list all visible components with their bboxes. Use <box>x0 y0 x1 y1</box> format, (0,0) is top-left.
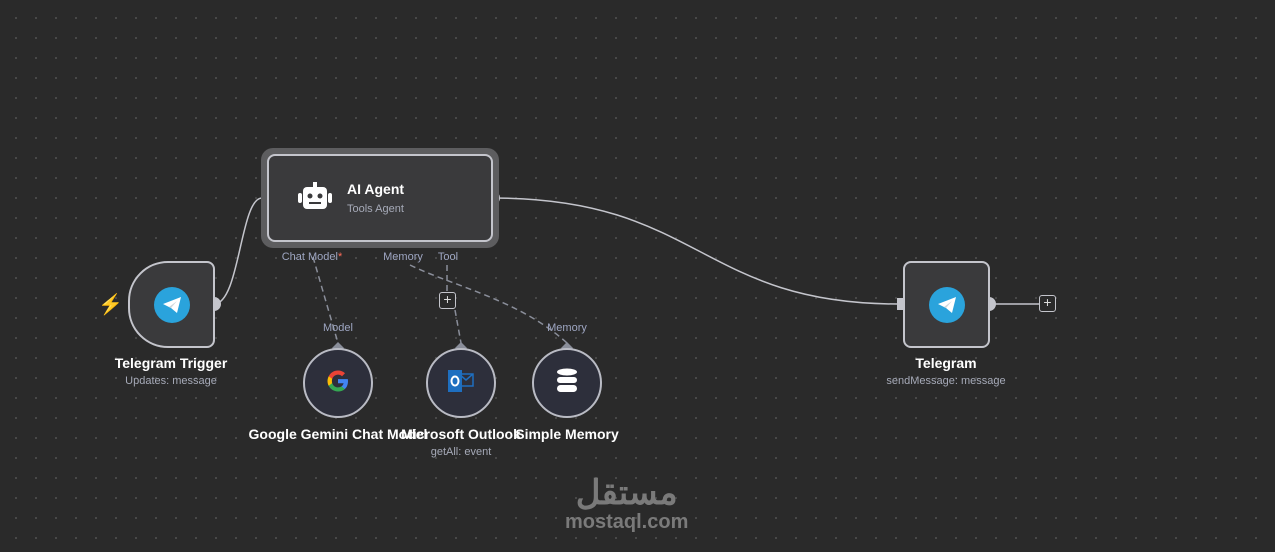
node-title: Telegram <box>915 355 977 371</box>
add-tool-button[interactable]: + <box>439 292 456 309</box>
node-subtitle: getAll: event <box>430 446 492 458</box>
node-title: Simple Memory <box>515 426 619 442</box>
google-icon <box>325 368 351 399</box>
database-icon <box>556 368 578 399</box>
trigger-bolt-icon: ⚡ <box>98 294 123 316</box>
port-chat-model[interactable]: Chat Model* <box>281 251 343 263</box>
connection-model <box>312 256 339 344</box>
connection-tool <box>446 265 462 344</box>
node-title: AI Agent <box>347 181 405 197</box>
telegram-node[interactable] <box>903 261 990 348</box>
telegram-icon <box>153 286 190 323</box>
node-subtitle: Updates: message <box>125 375 217 387</box>
node-subtitle: Tools Agent <box>347 203 404 215</box>
node-title: Telegram Trigger <box>114 355 228 371</box>
outlook-node[interactable] <box>426 348 496 418</box>
robot-icon <box>297 181 333 216</box>
gemini-node[interactable] <box>303 348 373 418</box>
connection-agent-telegram <box>492 197 899 305</box>
telegram-trigger-node[interactable] <box>128 261 215 348</box>
outlook-icon <box>447 368 475 399</box>
telegram-icon <box>928 286 965 323</box>
connection-memory <box>409 264 568 344</box>
watermark-logo: مستقل mostaql.com <box>565 474 689 533</box>
node-title: Google Gemini Chat Model <box>248 426 428 442</box>
port-tool[interactable]: Tool <box>437 251 459 263</box>
memory-node[interactable] <box>532 348 602 418</box>
required-mark: * <box>337 251 343 263</box>
node-title: Microsoft Outlook <box>401 426 521 442</box>
port-model: Model <box>323 322 353 334</box>
connection-trigger-agent <box>213 197 263 305</box>
port-memory[interactable]: Memory <box>383 251 423 263</box>
node-subtitle: sendMessage: message <box>886 375 1006 387</box>
add-node-button[interactable]: + <box>1039 295 1056 312</box>
ai-agent-node[interactable]: AI Agent Tools Agent <box>267 154 493 242</box>
port-memory-in: Memory <box>547 322 587 334</box>
